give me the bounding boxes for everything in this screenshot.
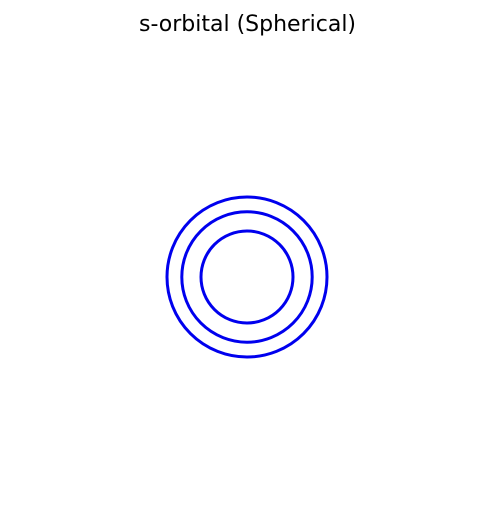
ring-middle [180,210,314,344]
ring-outer [165,195,329,359]
figure-title: s-orbital (Spherical) [138,12,357,37]
ring-inner [199,229,295,325]
